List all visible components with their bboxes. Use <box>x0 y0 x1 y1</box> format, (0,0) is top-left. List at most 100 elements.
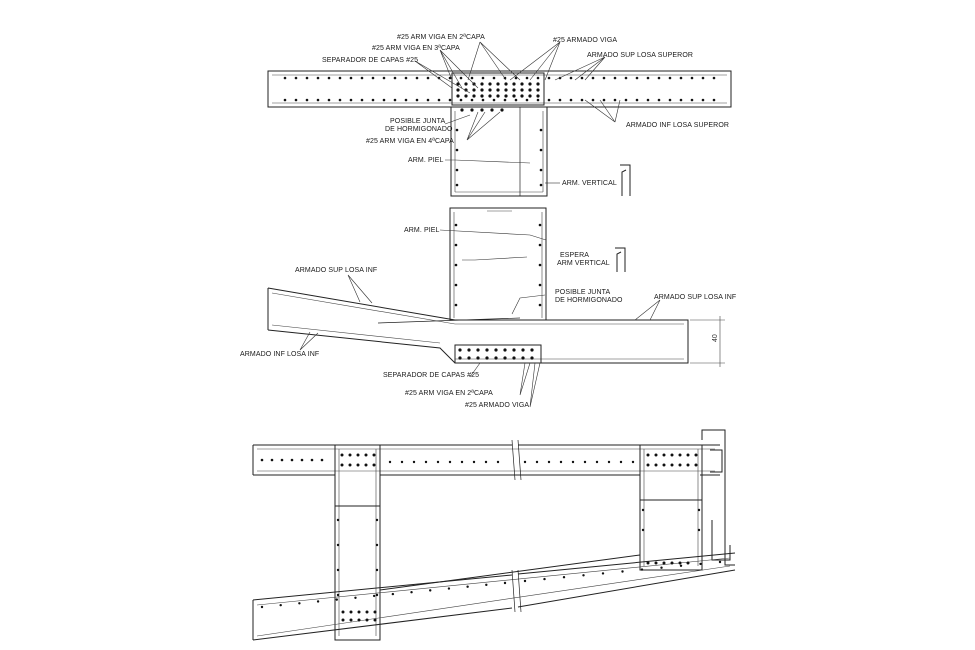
rebar-dot <box>607 460 611 464</box>
rebar-dot <box>279 603 282 607</box>
rebar-dot <box>404 76 408 80</box>
rebar-dot <box>679 564 683 567</box>
rebar-dot <box>338 98 342 102</box>
rebar-dot <box>657 76 661 80</box>
rebar-dot <box>547 98 551 102</box>
rebar-dot <box>412 460 416 464</box>
rebar-dot <box>260 458 264 462</box>
rebar-dot <box>646 463 650 467</box>
rebar-dot <box>327 76 331 80</box>
rebar-dot <box>512 348 516 352</box>
rebar-dot <box>547 76 551 80</box>
rebar-dot <box>429 589 432 592</box>
rebar-dot <box>536 94 540 98</box>
rebar-dot <box>641 528 645 532</box>
rebar-dot <box>382 98 386 102</box>
rebar-dot <box>601 572 605 575</box>
rebar-dot <box>646 76 650 80</box>
rebar-dot <box>539 128 543 132</box>
rebar-dot <box>521 356 525 360</box>
rebar-dot <box>678 453 682 457</box>
rebar-dot <box>528 82 532 86</box>
rebar-dot <box>410 591 413 594</box>
rebar-dot <box>492 76 496 80</box>
rebar-dot <box>456 88 460 92</box>
rebar-dot <box>654 463 658 467</box>
rebar-dot <box>591 98 595 102</box>
rebar-dot <box>525 98 529 102</box>
rebar-dot <box>454 223 458 227</box>
label-posible-junta-1: POSIBLE JUNTA <box>555 289 610 296</box>
beam-bottom-bars <box>458 348 534 360</box>
beam-bars-layers <box>456 82 540 112</box>
rebar-dot <box>530 348 534 352</box>
rebar-dot <box>640 568 644 571</box>
rebar-dot <box>514 76 518 80</box>
upper-slab <box>267 70 732 108</box>
rebar-dot <box>504 94 508 98</box>
label-posible-junta-1: POSIBLE JUNTA <box>390 118 445 125</box>
rebar-dot <box>602 76 606 80</box>
rebar-dot <box>485 583 488 587</box>
rebar-dot <box>415 76 419 80</box>
rebar-dot <box>718 560 722 564</box>
rebar-dot <box>336 518 340 522</box>
rebar-dot <box>701 76 705 80</box>
rebar-dot <box>525 76 529 80</box>
rebar-dot <box>582 574 585 577</box>
rebar-dot <box>364 463 368 467</box>
rebar-dot <box>678 463 682 467</box>
rebar-dot <box>624 76 628 80</box>
label-separador-capas: SEPARADOR DE CAPAS #25 <box>322 57 418 64</box>
rebar-dot <box>520 94 524 98</box>
rebar-dot <box>454 283 458 287</box>
rebar-dot <box>539 148 543 152</box>
rebar-dot <box>400 460 404 464</box>
rebar-dot <box>373 610 377 614</box>
rebar-dot <box>341 618 345 622</box>
rebar-dot <box>448 460 452 464</box>
rebar-dot <box>393 76 397 80</box>
rebar-dot <box>504 82 508 86</box>
rebar-dot <box>670 561 674 565</box>
rebar-dot <box>480 82 484 86</box>
rebar-dot <box>697 508 701 512</box>
rebar-dot <box>375 593 379 597</box>
rebar-dot <box>372 594 376 598</box>
rebar-dot <box>569 76 573 80</box>
rebar-dot <box>619 460 623 464</box>
bottom-section <box>252 429 736 641</box>
rebar-dot <box>523 579 527 583</box>
rebar-dot <box>375 518 379 522</box>
rebar-dot <box>514 98 518 102</box>
rebar-dot <box>512 356 516 360</box>
label-posible-junta-2: DE HORMIGONADO <box>385 126 453 133</box>
rebar-dot <box>539 168 543 172</box>
label-espera-2: ARM VERTICAL <box>557 260 610 267</box>
rebar-dot <box>426 76 430 80</box>
rebar-dot <box>375 568 379 572</box>
rebar-dot <box>480 108 484 112</box>
rebar-dot <box>490 108 494 112</box>
rebar-dot <box>340 463 344 467</box>
rebar-dot <box>305 76 309 80</box>
rebar-dot <box>356 463 360 467</box>
rebar-dot <box>558 98 562 102</box>
rebar-dot <box>538 303 542 307</box>
rebar-dot <box>500 108 504 112</box>
rebar-dot <box>283 98 287 102</box>
rebar-dot <box>686 453 690 457</box>
label-arm-vertical: ARM. VERTICAL <box>562 180 617 187</box>
rebar-dot <box>646 98 650 102</box>
rebar-dot <box>404 98 408 102</box>
rebar-dot <box>470 98 474 102</box>
horizontal-slab <box>455 319 689 364</box>
rebar-dot <box>349 610 353 614</box>
bottom-slab-bars <box>260 560 722 609</box>
rebar-dot <box>686 463 690 467</box>
label-arm-viga-2capa: #25 ARM VIGA EN 2ªCAPA <box>397 34 485 41</box>
rebar-dot <box>426 98 430 102</box>
rebar-dot <box>454 243 458 247</box>
rebar-dot <box>697 528 701 532</box>
rebar-dot <box>503 98 507 102</box>
